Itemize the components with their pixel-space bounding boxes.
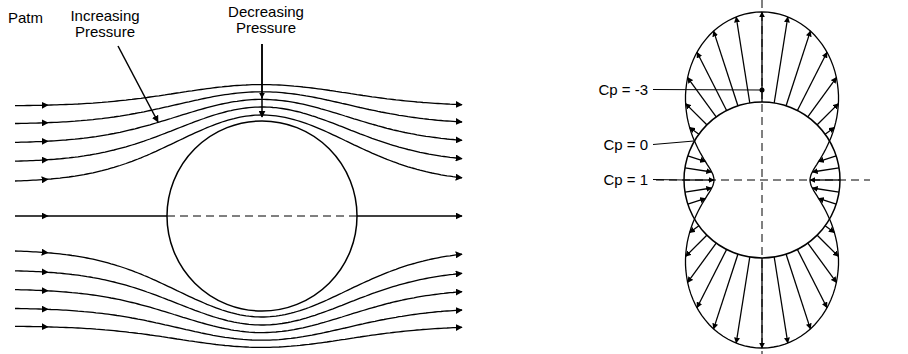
pressure-arrow bbox=[808, 243, 837, 282]
pressure-arrow bbox=[808, 78, 837, 117]
pointer-arrow bbox=[261, 44, 263, 117]
cylinder-section bbox=[167, 121, 357, 311]
pressure-arrow bbox=[812, 168, 839, 172]
horizontal-axis bbox=[656, 180, 870, 181]
streamline bbox=[48, 291, 462, 333]
streamline bbox=[15, 215, 48, 216]
pressure-arrow bbox=[688, 198, 706, 204]
pressure-arrow bbox=[786, 31, 810, 106]
leader-line bbox=[653, 89, 762, 91]
coefficient-label: Cp = 0 bbox=[560, 137, 650, 153]
streamline bbox=[15, 122, 48, 124]
pressure-arrow bbox=[697, 250, 727, 308]
streamline bbox=[15, 179, 48, 181]
pressure-arrow bbox=[819, 156, 837, 162]
vertical-axis bbox=[762, 0, 763, 354]
streamline bbox=[48, 115, 462, 179]
streamline bbox=[15, 326, 48, 328]
pressure-arrow bbox=[786, 254, 810, 329]
streamline bbox=[48, 85, 462, 106]
pressure-arrow bbox=[817, 104, 838, 125]
centerline bbox=[167, 216, 357, 217]
leader-line bbox=[653, 141, 694, 145]
pressure-arrow bbox=[797, 250, 827, 308]
pressure-arrow bbox=[685, 168, 712, 172]
pressure-arrow bbox=[797, 52, 827, 110]
streamline bbox=[48, 99, 462, 141]
cylinder-surface bbox=[684, 102, 840, 258]
pressure-arrow bbox=[819, 198, 837, 204]
pressure-arrow bbox=[714, 31, 738, 106]
streamline bbox=[15, 104, 48, 106]
flow-label: Increasing Pressure bbox=[60, 8, 150, 40]
pressure-arrow bbox=[774, 257, 788, 343]
flow-label: Patm bbox=[6, 10, 45, 26]
streamline bbox=[15, 308, 48, 310]
pressure-arrow bbox=[761, 258, 762, 348]
pressure-arrow bbox=[812, 188, 839, 192]
pressure-arrow bbox=[684, 179, 714, 180]
streamline bbox=[357, 215, 462, 216]
streamline bbox=[48, 253, 462, 317]
streamline bbox=[15, 160, 48, 162]
pressure-arrow bbox=[825, 127, 834, 134]
pressure-arrow bbox=[817, 235, 838, 256]
pressure-arrow bbox=[688, 78, 717, 117]
pointer-arrow bbox=[261, 44, 263, 98]
pointer-arrow bbox=[118, 46, 158, 122]
flow-label: Decreasing Pressure bbox=[218, 4, 314, 36]
pressure-arrow bbox=[690, 226, 699, 233]
pressure-arrow bbox=[690, 127, 699, 134]
pressure-arrow bbox=[685, 188, 712, 192]
leader-dot bbox=[760, 88, 765, 93]
streamline bbox=[15, 290, 48, 291]
pressure-arrow bbox=[686, 104, 707, 125]
coefficient-label: Cp = -3 bbox=[560, 82, 650, 98]
pressure-arrow bbox=[697, 52, 727, 110]
streamline bbox=[15, 141, 48, 142]
coefficient-label: Cp = 1 bbox=[560, 172, 650, 188]
streamline bbox=[48, 327, 462, 348]
pressure-arrow bbox=[688, 243, 717, 282]
streamline bbox=[15, 251, 48, 253]
pressure-arrow bbox=[686, 235, 707, 256]
pressure-arrow bbox=[714, 254, 738, 329]
pressure-arrow bbox=[688, 156, 706, 162]
pressure-arrow bbox=[736, 257, 750, 343]
pressure-arrow bbox=[810, 179, 840, 180]
leader-line bbox=[653, 179, 684, 181]
pressure-arrow bbox=[825, 226, 834, 233]
pressure-arrow bbox=[774, 17, 788, 103]
streamline bbox=[15, 271, 48, 273]
streamline bbox=[48, 215, 167, 216]
